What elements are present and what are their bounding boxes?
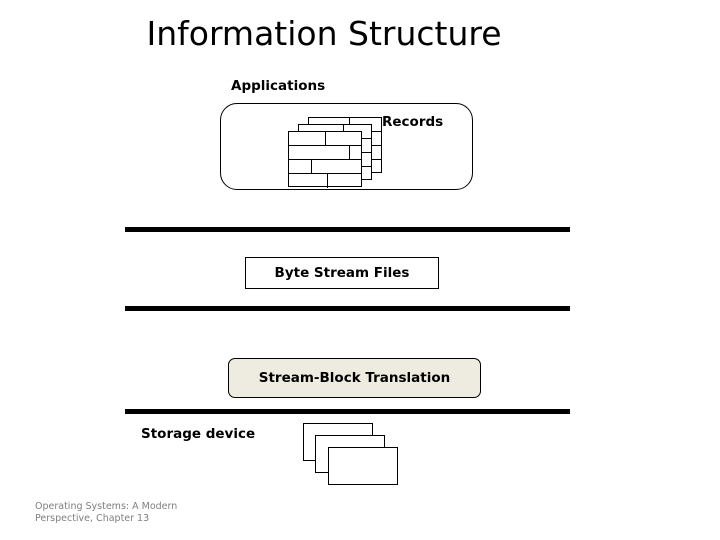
layer-label-storage-device: Storage device xyxy=(141,426,256,442)
brick-row xyxy=(289,132,361,146)
brick-row xyxy=(289,174,361,188)
records-label: Records xyxy=(382,114,444,130)
interface-bar-byte-stream-translation xyxy=(125,306,570,311)
layer-label-applications: Applications xyxy=(231,78,326,94)
byte-stream-files-box: Byte Stream Files xyxy=(245,257,439,289)
brick-divider xyxy=(311,160,312,173)
brick-divider xyxy=(327,174,328,188)
record-layer-front xyxy=(288,131,362,188)
interface-bar-applications-byte-stream xyxy=(125,227,570,232)
brick-row xyxy=(289,146,361,160)
record-stack-icon xyxy=(288,117,384,188)
footer-credit-line-1: Operating Systems: A Modern xyxy=(35,501,178,512)
interface-bar-translation-storage xyxy=(125,409,570,414)
byte-stream-files-label: Byte Stream Files xyxy=(274,265,410,281)
brick-divider xyxy=(325,132,326,145)
footer-credit-line-2: Perspective, Chapter 13 xyxy=(35,513,150,524)
brick-divider xyxy=(349,146,350,159)
disk-platter-stack-icon xyxy=(303,423,403,485)
applications-container xyxy=(220,103,473,190)
brick-row xyxy=(289,160,361,174)
stream-block-translation-label: Stream-Block Translation xyxy=(258,370,451,386)
footer-credit: Operating Systems: A Modern Perspective,… xyxy=(35,501,255,525)
stream-block-translation-box: Stream-Block Translation xyxy=(228,358,481,398)
disk-block xyxy=(328,447,398,485)
page-title: Information Structure xyxy=(146,14,502,53)
